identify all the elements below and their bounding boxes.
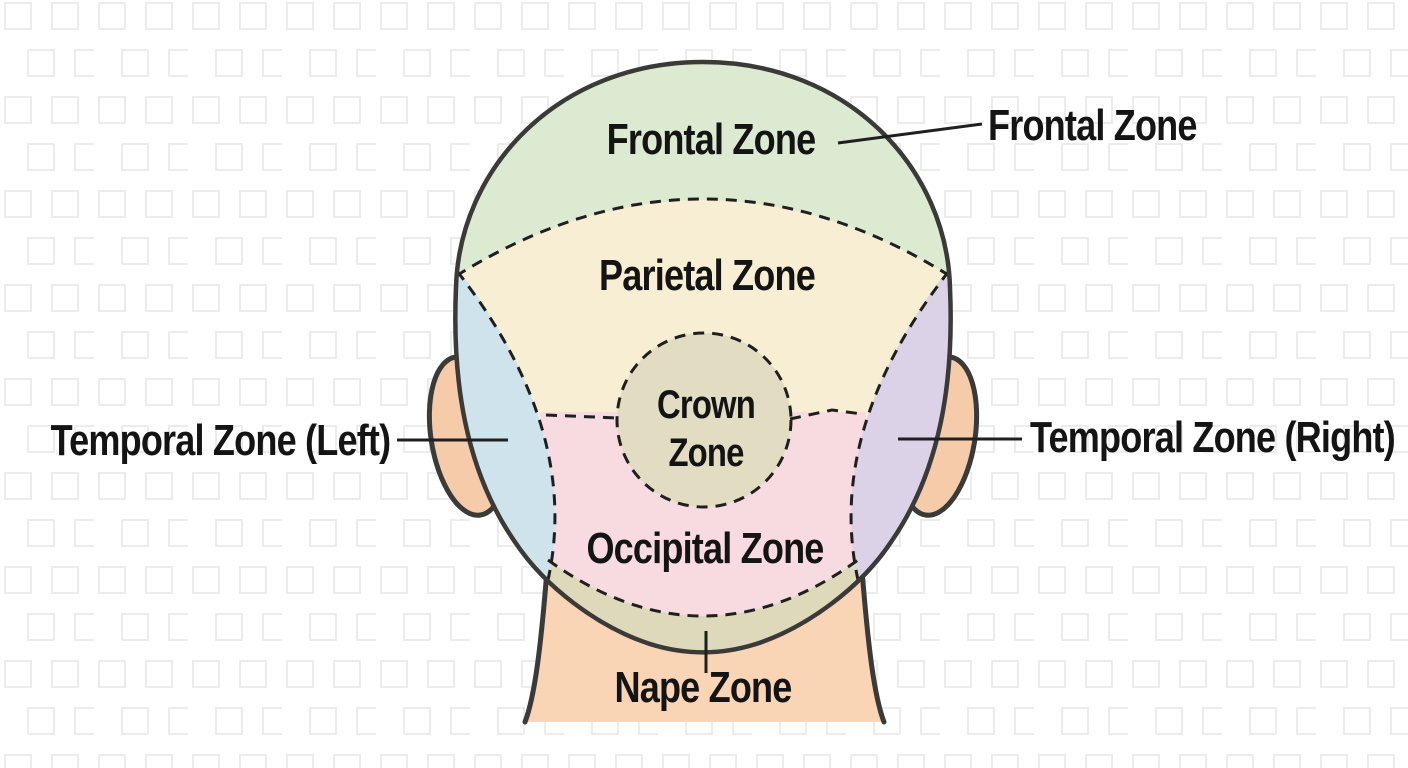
- boundary-parietal-occipital-left: [545, 413, 619, 420]
- zone-label-crown: Crown Zone: [657, 381, 756, 477]
- zone-crown-fill: [617, 333, 791, 507]
- zone-boundaries: [455, 197, 951, 618]
- zone-label-parietal: Parietal Zone: [599, 251, 816, 300]
- boundary-temporal-left: [455, 270, 557, 581]
- boundary-parietal-occipital-right: [789, 408, 863, 421]
- boundary-occipital-nape: [547, 558, 859, 618]
- boundary-temporal-right: [849, 270, 951, 581]
- boundary-frontal-parietal: [455, 197, 951, 278]
- neck-outline-left: [522, 567, 550, 725]
- zone-label-occipital: Occipital Zone: [586, 524, 824, 573]
- boundary-crown: [615, 331, 793, 509]
- head-outline: [453, 59, 953, 655]
- leader-lines: [397, 122, 1022, 673]
- zone-label-crown-line2: Zone: [668, 431, 744, 475]
- zone-label-temporal-right: Temporal Zone (Right): [1030, 413, 1396, 462]
- callout-label-frontal: Frontal Zone: [988, 101, 1197, 150]
- leader-line-frontal: [837, 122, 983, 145]
- neck-outline-right: [859, 567, 887, 725]
- zone-label-temporal-left: Temporal Zone (Left): [50, 416, 391, 465]
- zone-occipital-fill: [540, 412, 866, 616]
- zone-label-frontal: Frontal Zone: [606, 115, 816, 164]
- zone-label-nape: Nape Zone: [614, 663, 792, 712]
- zone-label-crown-line1: Crown: [657, 383, 756, 427]
